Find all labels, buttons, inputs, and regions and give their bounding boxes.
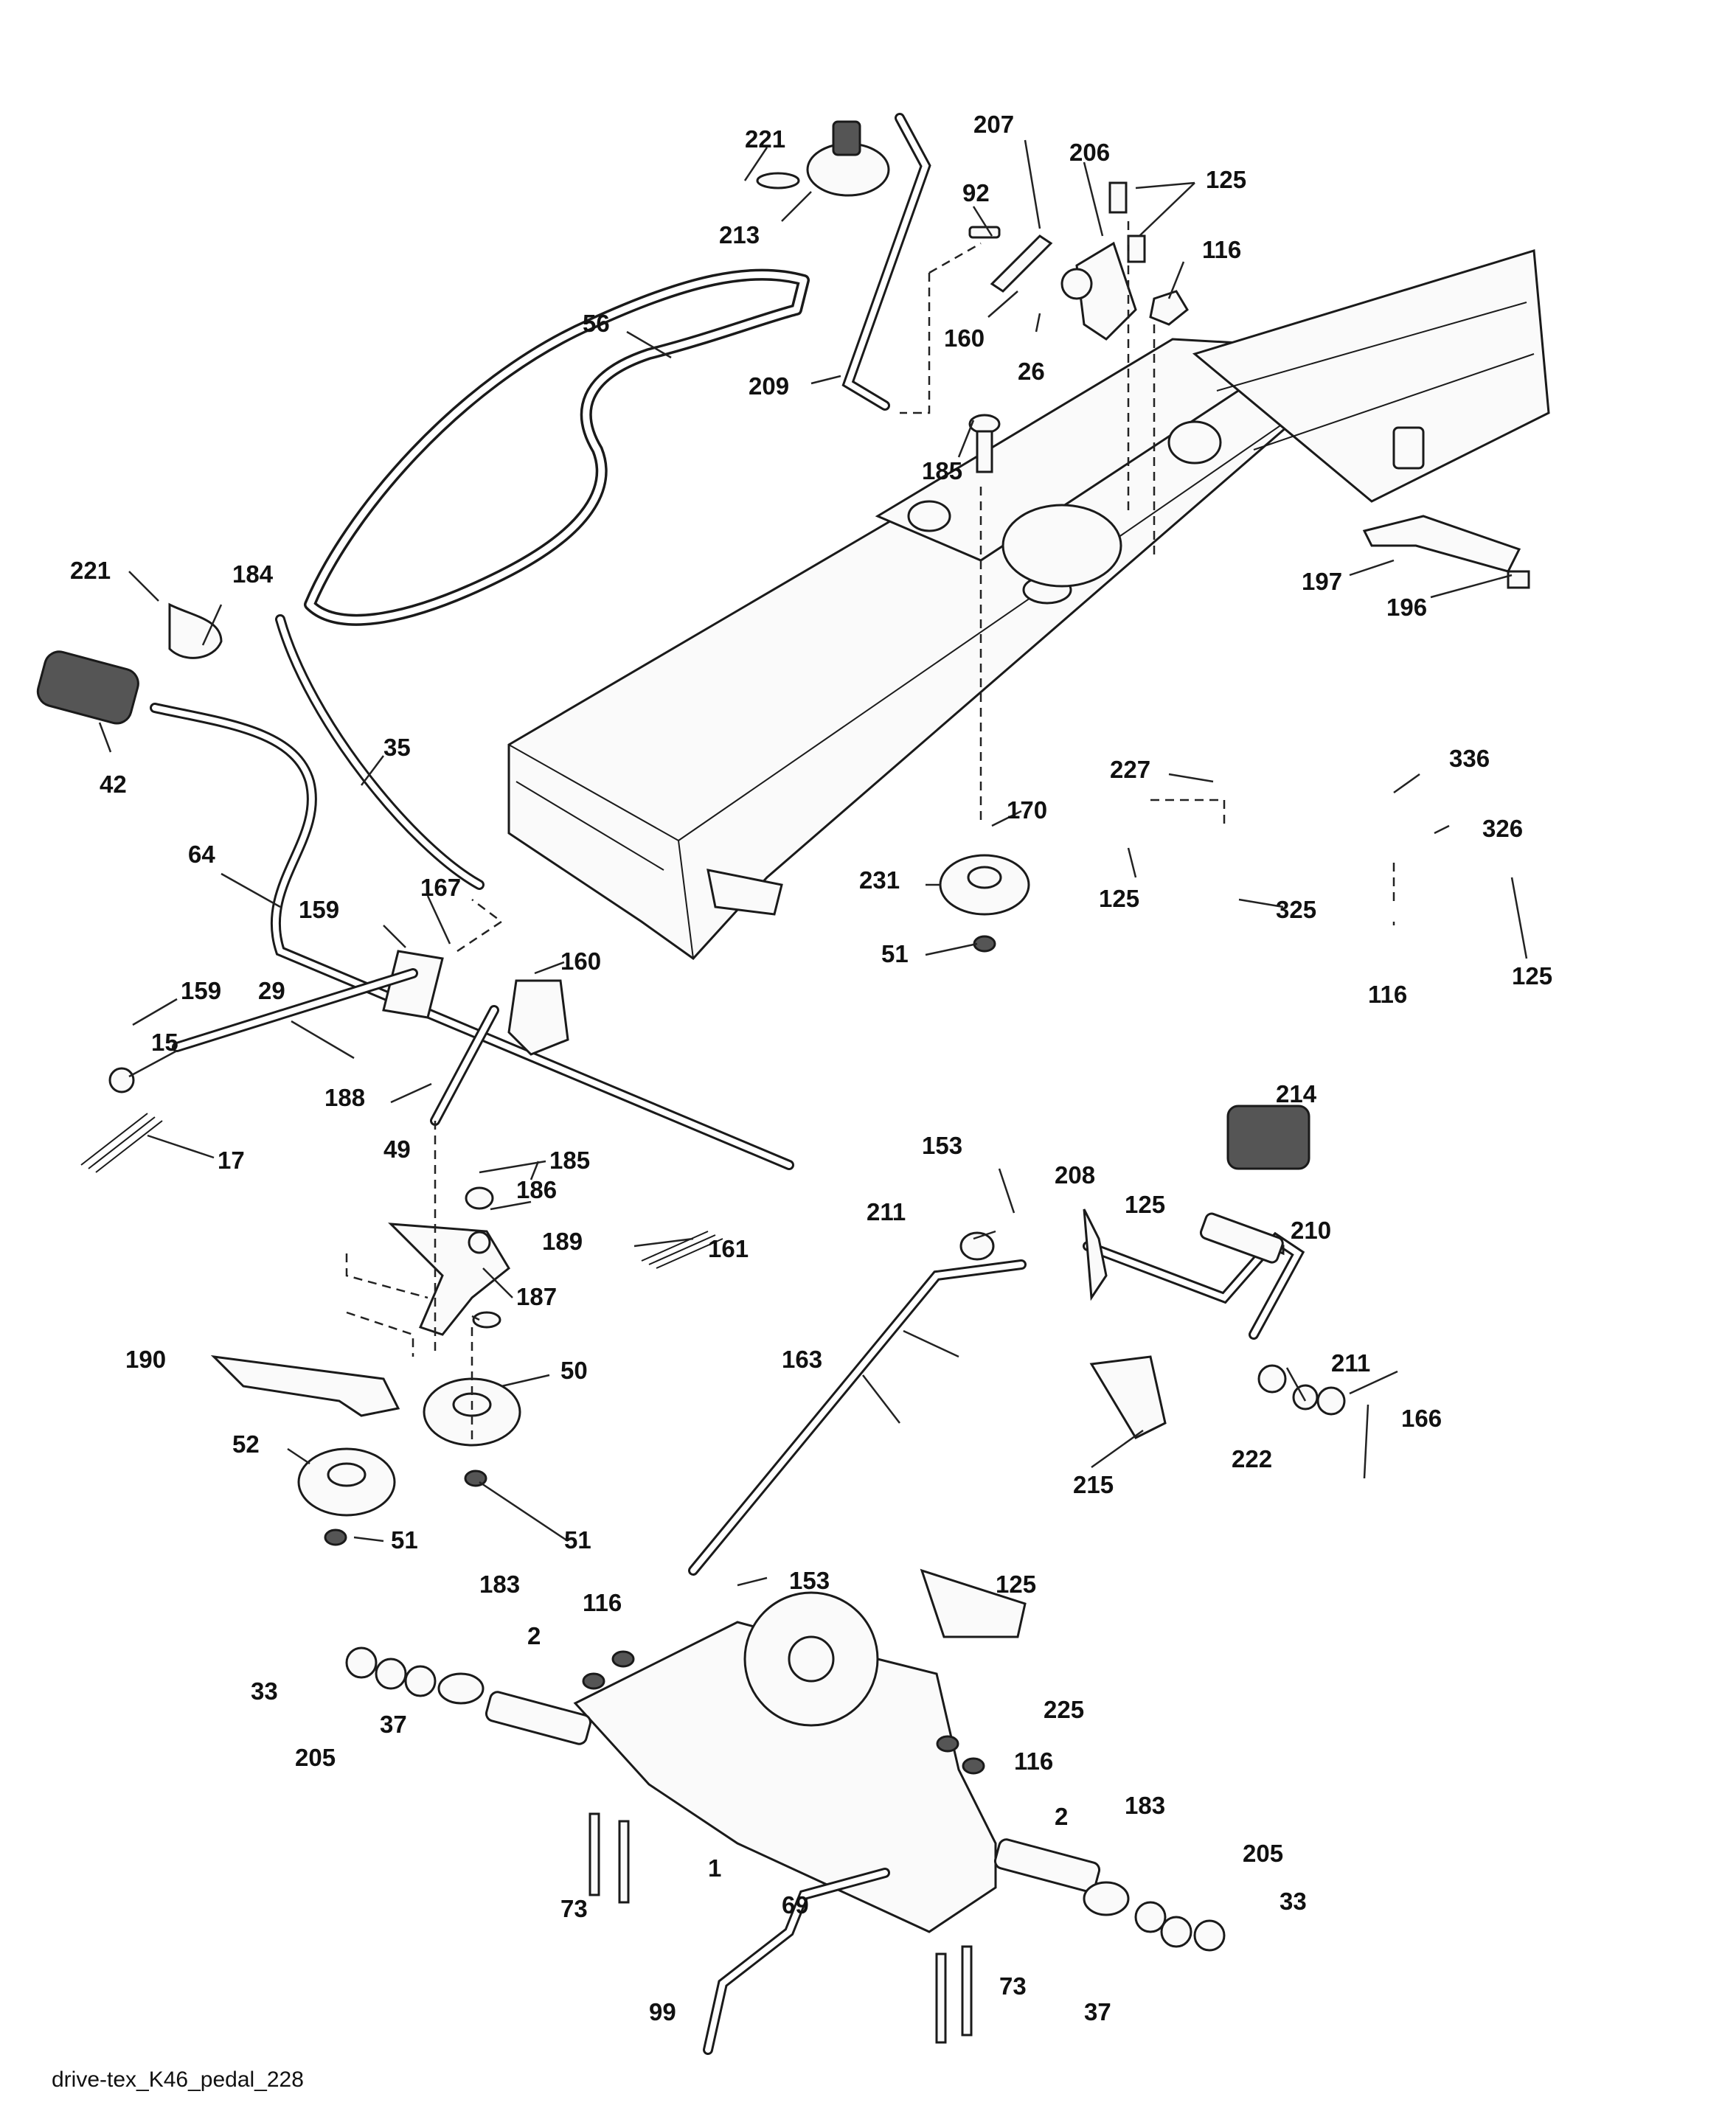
assembly-lines <box>345 221 1395 1445</box>
callout-211-lower: 211 <box>1331 1349 1370 1377</box>
callout-205-right: 205 <box>1243 1840 1283 1867</box>
callout-26: 26 <box>1018 358 1045 385</box>
callout-51-right: 51 <box>881 940 909 967</box>
callout-197: 197 <box>1302 568 1342 595</box>
callout-153-lower: 153 <box>789 1567 830 1594</box>
callout-222: 222 <box>1232 1445 1272 1472</box>
callout-51-left: 51 <box>391 1526 418 1554</box>
callout-116-trans-lower: 116 <box>1014 1747 1053 1775</box>
callout-116-top: 116 <box>1202 236 1241 263</box>
callout-37-right: 37 <box>1084 1998 1111 2025</box>
leader-lines <box>98 139 1528 1587</box>
callout-49: 49 <box>383 1135 411 1163</box>
callout-167: 167 <box>420 874 461 901</box>
callout-64: 64 <box>188 841 215 868</box>
callout-325: 325 <box>1276 896 1316 923</box>
callout-17: 17 <box>218 1147 245 1174</box>
chassis-frame <box>507 249 1550 960</box>
diagram-caption: drive-tex_K46_pedal_228 <box>52 2067 304 2092</box>
callout-153-upper: 153 <box>922 1132 962 1159</box>
callout-161: 161 <box>708 1235 749 1262</box>
callout-210: 210 <box>1291 1217 1331 1244</box>
callout-221-top: 221 <box>745 125 785 153</box>
callout-206: 206 <box>1069 139 1110 166</box>
transaxle <box>345 1591 1226 2055</box>
callout-184: 184 <box>232 560 274 588</box>
callout-187: 187 <box>516 1283 557 1310</box>
callout-213: 213 <box>719 221 760 248</box>
callout-labels: 221 213 207 92 206 125 116 160 26 56 209… <box>70 111 1552 2025</box>
callout-73-left: 73 <box>560 1895 588 1922</box>
callout-183-left: 183 <box>479 1571 520 1598</box>
callout-185-top: 185 <box>922 457 962 484</box>
callout-215: 215 <box>1073 1471 1114 1498</box>
callout-160-mid: 160 <box>560 947 601 975</box>
callout-125-mid: 125 <box>1099 885 1139 912</box>
callout-37-left: 37 <box>380 1711 407 1738</box>
callout-189: 189 <box>542 1228 583 1255</box>
callout-207: 207 <box>973 111 1014 138</box>
callout-166: 166 <box>1401 1405 1442 1432</box>
callout-116-right: 116 <box>1368 981 1407 1008</box>
callout-159-lower: 159 <box>181 977 221 1004</box>
callout-33-right: 33 <box>1280 1888 1307 1915</box>
callout-125-trans: 125 <box>996 1571 1036 1598</box>
callout-231: 231 <box>859 866 900 894</box>
callout-163: 163 <box>782 1346 822 1373</box>
callout-336: 336 <box>1449 745 1490 772</box>
pedal-assembly <box>688 1105 1346 1638</box>
front-shaft-assembly <box>36 602 794 1269</box>
callout-52: 52 <box>232 1430 260 1458</box>
callout-209: 209 <box>749 372 789 400</box>
callout-125-top: 125 <box>1206 166 1246 193</box>
callout-125-right: 125 <box>1512 962 1552 990</box>
callout-42: 42 <box>100 771 127 798</box>
callout-15: 15 <box>151 1029 178 1056</box>
callout-190: 190 <box>125 1346 166 1373</box>
callout-73-right: 73 <box>999 1972 1027 2000</box>
callout-183-right: 183 <box>1125 1792 1165 1819</box>
callout-208: 208 <box>1055 1161 1095 1189</box>
callout-92: 92 <box>962 179 990 206</box>
callout-205-left: 205 <box>295 1744 336 1771</box>
callout-125-pedal: 125 <box>1125 1191 1165 1218</box>
callout-1: 1 <box>708 1854 721 1882</box>
callout-221-mid: 221 <box>70 557 111 584</box>
callout-211-upper: 211 <box>867 1198 906 1225</box>
callout-196: 196 <box>1386 594 1427 621</box>
callout-99: 99 <box>649 1998 676 2025</box>
callout-50: 50 <box>560 1357 588 1384</box>
callout-188: 188 <box>324 1084 365 1111</box>
drive-belt <box>304 268 810 626</box>
callout-185-mid: 185 <box>549 1147 590 1174</box>
callout-159-upper: 159 <box>299 896 339 923</box>
callout-225: 225 <box>1044 1696 1084 1723</box>
callout-29: 29 <box>258 977 285 1004</box>
callout-2-left: 2 <box>527 1622 541 1649</box>
callout-214: 214 <box>1276 1080 1317 1107</box>
callout-326: 326 <box>1482 815 1523 842</box>
callout-35: 35 <box>383 734 411 761</box>
callout-116-trans-upper: 116 <box>583 1589 622 1616</box>
callout-69: 69 <box>782 1891 809 1919</box>
callout-160-top: 160 <box>944 324 985 352</box>
callout-2-right: 2 <box>1055 1803 1068 1830</box>
callout-56: 56 <box>583 310 610 337</box>
callout-51-center: 51 <box>564 1526 591 1554</box>
callout-186: 186 <box>516 1176 557 1203</box>
lift-lever <box>806 113 931 411</box>
callout-170: 170 <box>1007 796 1047 824</box>
callout-227: 227 <box>1110 756 1150 783</box>
callout-33-left: 33 <box>251 1677 278 1705</box>
upper-linkage-parts <box>756 172 1530 589</box>
